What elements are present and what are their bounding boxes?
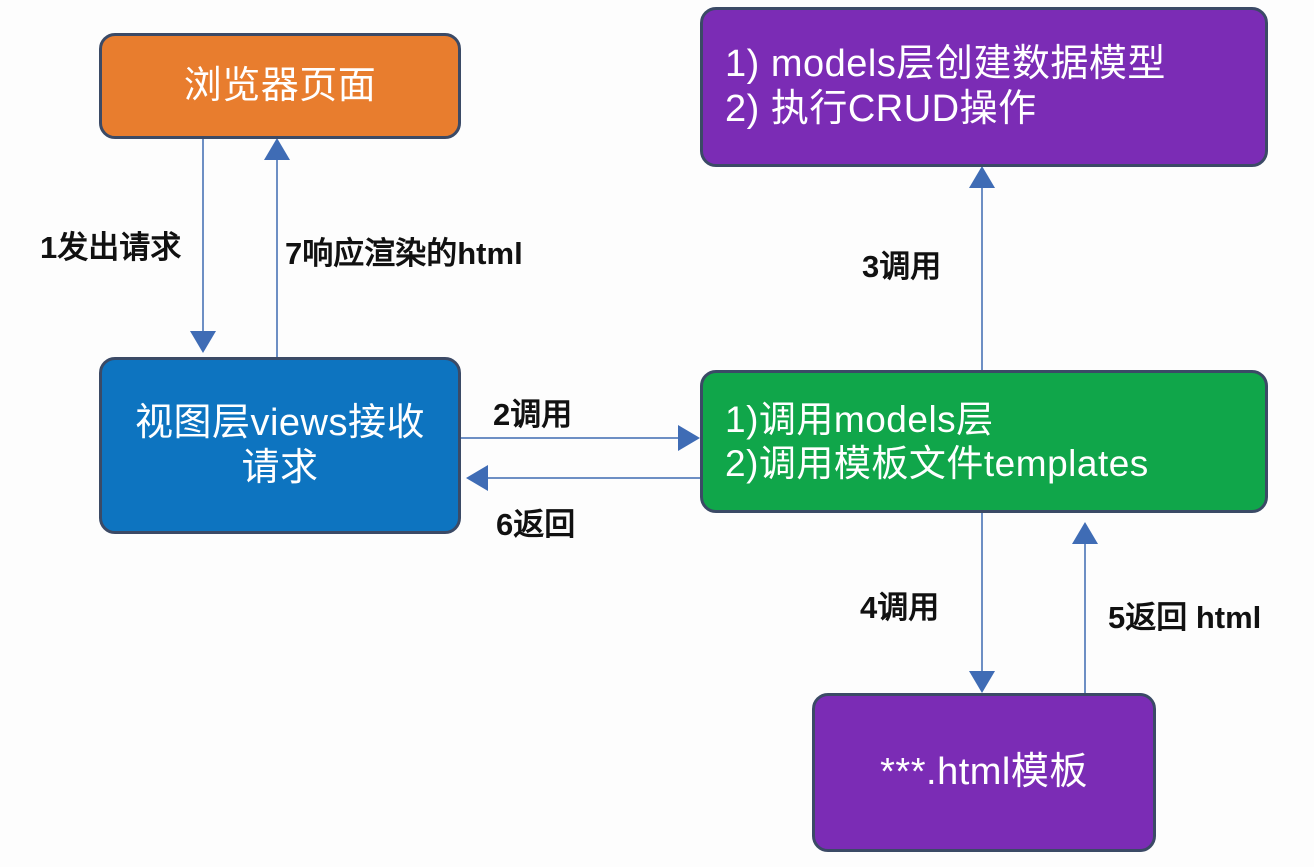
edge-models-call-arrowhead: [969, 166, 995, 188]
node-browser-page-label: 浏览器页面: [183, 64, 377, 107]
node-html-template[interactable]: ***.html模板: [812, 693, 1156, 852]
node-models-layer[interactable]: 1) models层创建数据模型 2) 执行CRUD操作: [700, 7, 1268, 167]
node-view-actions[interactable]: 1)调用models层 2)调用模板文件templates: [700, 370, 1268, 513]
edge-response-label: 7响应渲染的html: [285, 236, 523, 271]
edge-template-return-arrowhead: [1072, 522, 1098, 544]
edge-views-call-line: [461, 437, 680, 439]
node-views-layer[interactable]: 视图层views接收请求: [99, 357, 461, 534]
edge-template-return-line: [1084, 544, 1086, 693]
edge-views-call-arrowhead: [678, 425, 700, 451]
edge-green-return-line: [488, 477, 700, 479]
node-html-template-label: ***.html模板: [880, 751, 1088, 794]
edge-template-call-label: 4调用: [860, 590, 940, 625]
node-browser-page[interactable]: 浏览器页面: [99, 33, 461, 139]
node-models-layer-label: 1) models层创建数据模型 2) 执行CRUD操作: [725, 43, 1166, 130]
edge-green-return-arrowhead: [466, 465, 488, 491]
edge-request-label: 1发出请求: [40, 230, 182, 265]
edge-request-arrowhead: [190, 331, 216, 353]
edge-green-return-label: 6返回: [496, 507, 576, 542]
edge-template-call-line: [981, 513, 983, 671]
edge-models-call-label: 3调用: [862, 249, 942, 284]
edge-template-call-arrowhead: [969, 671, 995, 693]
node-view-actions-label: 1)调用models层 2)调用模板文件templates: [725, 398, 1149, 484]
edge-models-call-line: [981, 188, 983, 370]
node-views-layer-label: 视图层views接收请求: [134, 401, 426, 489]
edge-response-arrowhead: [264, 138, 290, 160]
edge-response-line: [276, 160, 278, 357]
edge-request-line: [202, 139, 204, 331]
edge-template-return-label: 5返回 html: [1108, 600, 1262, 635]
edge-views-call-label: 2调用: [493, 397, 573, 432]
